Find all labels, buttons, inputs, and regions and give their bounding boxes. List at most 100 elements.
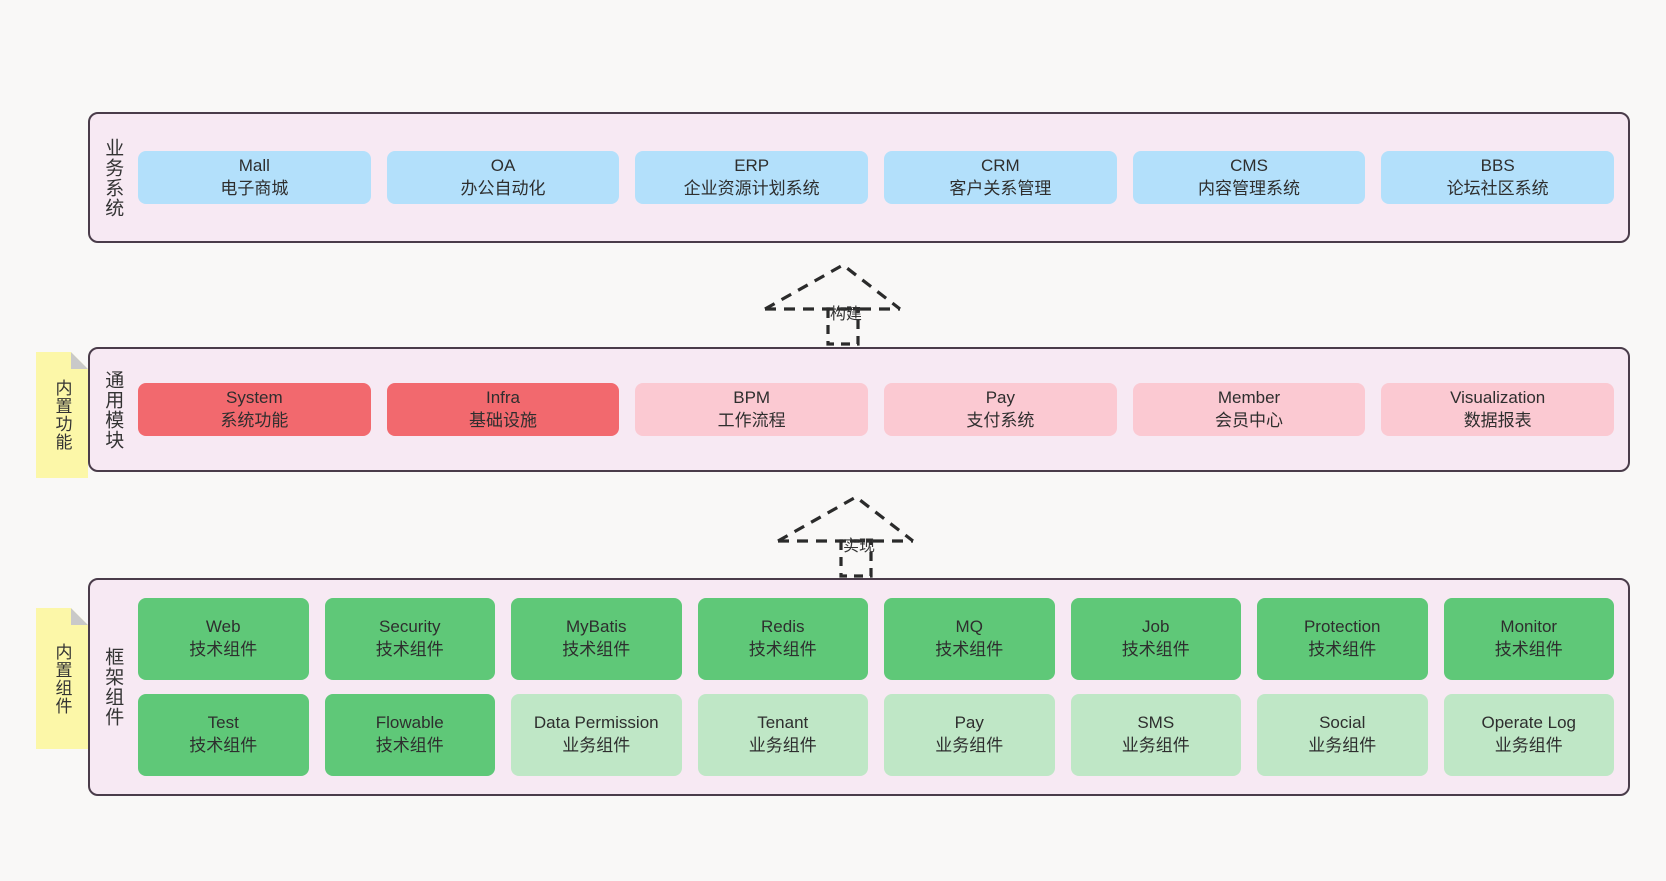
- node-title: Web: [205, 617, 241, 637]
- node-title: SMS: [1137, 713, 1175, 733]
- node-pay[interactable]: Pay 支付系统: [884, 382, 1117, 437]
- node-title: Security: [379, 617, 441, 637]
- node-monitor[interactable]: Monitor 技术组件: [1443, 598, 1614, 680]
- node-subtitle: 基础设施: [469, 410, 537, 430]
- node-title: Mall: [238, 155, 270, 175]
- connector-implement: 实现: [773, 494, 914, 578]
- node-subtitle: 业务组件: [748, 736, 817, 755]
- node-title: Social: [1319, 713, 1366, 733]
- node-subtitle: 支付系统: [966, 410, 1035, 430]
- generalization-arrow-icon: [777, 495, 914, 578]
- node-subtitle: 技术组件: [562, 640, 631, 659]
- node-title: Protection: [1303, 617, 1381, 637]
- node-title: CMS: [1230, 155, 1268, 175]
- node-subtitle: 电子商城: [220, 178, 289, 198]
- node-data-permission[interactable]: Data Permission 业务组件: [511, 694, 682, 776]
- note-builtin-components: 内置组件: [36, 608, 88, 749]
- node-title: BBS: [1480, 155, 1515, 175]
- node-subtitle: 技术组件: [189, 640, 258, 659]
- node-tenant[interactable]: Tenant 业务组件: [697, 694, 868, 776]
- node-mq[interactable]: MQ 技术组件: [884, 598, 1055, 680]
- node-title: Job: [1142, 617, 1170, 637]
- node-title: Infra: [485, 387, 521, 407]
- node-subtitle: 技术组件: [1494, 640, 1563, 659]
- node-title: Member: [1217, 387, 1281, 407]
- node-visualization[interactable]: Visualization 数据报表: [1381, 382, 1615, 437]
- connector-label: 实现: [842, 538, 876, 555]
- node-subtitle: 办公自动化: [460, 178, 546, 198]
- layer-body-business-systems: Mall 电子商城 OA 办公自动化 ERP 企业资源计划系统 CRM 客户关系…: [134, 114, 1628, 241]
- node-subtitle: 业务组件: [1121, 736, 1190, 755]
- node-title: ERP: [734, 155, 770, 175]
- node-social[interactable]: Social 业务组件: [1257, 694, 1428, 776]
- node-protection[interactable]: Protection 技术组件: [1257, 598, 1428, 680]
- layer-framework-components: 框架组件 Web 技术组件 Security 技术组件 MyBatis 技术组件…: [88, 578, 1630, 796]
- node-title: System: [225, 387, 283, 407]
- node-title: CRM: [980, 155, 1020, 175]
- node-subtitle: 论坛社区系统: [1446, 178, 1549, 198]
- layer-body-framework-components: Web 技术组件 Security 技术组件 MyBatis 技术组件 Redi…: [134, 580, 1628, 794]
- node-subtitle: 系统功能: [220, 410, 289, 430]
- node-subtitle: 客户关系管理: [949, 178, 1052, 198]
- node-security[interactable]: Security 技术组件: [324, 598, 495, 680]
- node-infra[interactable]: Infra 基础设施: [386, 382, 620, 437]
- node-title: Monitor: [1500, 617, 1558, 637]
- node-title: Operate Log: [1481, 713, 1576, 733]
- node-web[interactable]: Web 技术组件: [138, 598, 309, 680]
- node-test[interactable]: Test 技术组件: [138, 694, 309, 776]
- node-title: Tenant: [757, 713, 809, 733]
- node-subtitle: 技术组件: [375, 736, 444, 755]
- connector-label: 构建: [829, 306, 863, 323]
- node-subtitle: 技术组件: [935, 640, 1004, 659]
- connector-build: 构建: [760, 262, 901, 346]
- node-row: Mall 电子商城 OA 办公自动化 ERP 企业资源计划系统 CRM 客户关系…: [138, 150, 1615, 205]
- node-crm[interactable]: CRM 客户关系管理: [884, 150, 1117, 205]
- node-member[interactable]: Member 会员中心: [1132, 382, 1366, 437]
- node-row: Test 技术组件 Flowable 技术组件 Data Permission …: [138, 694, 1614, 776]
- node-system[interactable]: System 系统功能: [138, 382, 371, 437]
- node-subtitle: 业务组件: [935, 736, 1004, 755]
- note-fold-corner: [71, 352, 88, 369]
- node-mall[interactable]: Mall 电子商城: [138, 150, 371, 205]
- node-mybatis[interactable]: MyBatis 技术组件: [511, 598, 682, 680]
- node-title: Data Permission: [533, 713, 659, 733]
- node-title: Redis: [761, 617, 805, 637]
- node-row: Web 技术组件 Security 技术组件 MyBatis 技术组件 Redi…: [138, 598, 1614, 680]
- node-title: Test: [207, 713, 239, 733]
- node-erp[interactable]: ERP 企业资源计划系统: [635, 150, 869, 205]
- note-fold-corner: [71, 608, 88, 625]
- node-bpm[interactable]: BPM 工作流程: [635, 382, 869, 437]
- node-subtitle: 业务组件: [562, 736, 631, 755]
- layer-title-business-systems: 业务系统: [102, 137, 124, 218]
- node-job[interactable]: Job 技术组件: [1070, 598, 1241, 680]
- node-redis[interactable]: Redis 技术组件: [697, 598, 868, 680]
- note-builtin-features: 内置功能: [36, 352, 88, 478]
- node-subtitle: 工作流程: [717, 410, 786, 430]
- node-title: BPM: [733, 387, 771, 407]
- generalization-arrow-icon: [764, 263, 901, 346]
- node-pay-business[interactable]: Pay 业务组件: [884, 694, 1055, 776]
- node-flowable[interactable]: Flowable 技术组件: [324, 694, 495, 776]
- layer-business-systems: 业务系统 Mall 电子商城 OA 办公自动化 ERP 企业资源计划系统 CRM…: [88, 112, 1630, 243]
- node-title: Pay: [985, 387, 1015, 407]
- layer-title-framework-components: 框架组件: [102, 647, 124, 727]
- node-title: OA: [490, 155, 516, 175]
- node-subtitle: 业务组件: [1494, 736, 1563, 755]
- node-sms[interactable]: SMS 业务组件: [1070, 694, 1241, 776]
- node-operate-log[interactable]: Operate Log 业务组件: [1443, 694, 1614, 776]
- node-bbs[interactable]: BBS 论坛社区系统: [1381, 150, 1615, 205]
- node-subtitle: 业务组件: [1308, 736, 1377, 755]
- node-subtitle: 技术组件: [1121, 640, 1190, 659]
- node-title: MyBatis: [566, 617, 627, 637]
- node-cms[interactable]: CMS 内容管理系统: [1132, 150, 1366, 205]
- layer-common-modules: 通用模块 System 系统功能 Infra 基础设施 BPM 工作流程 Pay…: [88, 347, 1630, 472]
- node-subtitle: 企业资源计划系统: [683, 178, 820, 198]
- layer-title-common-modules: 通用模块: [102, 369, 124, 450]
- node-title: MQ: [955, 617, 983, 637]
- node-title: Visualization: [1450, 387, 1546, 407]
- node-subtitle: 数据报表: [1463, 410, 1532, 430]
- node-row: System 系统功能 Infra 基础设施 BPM 工作流程 Pay 支付系统…: [138, 382, 1615, 437]
- node-title: Pay: [954, 713, 984, 733]
- node-oa[interactable]: OA 办公自动化: [386, 150, 620, 205]
